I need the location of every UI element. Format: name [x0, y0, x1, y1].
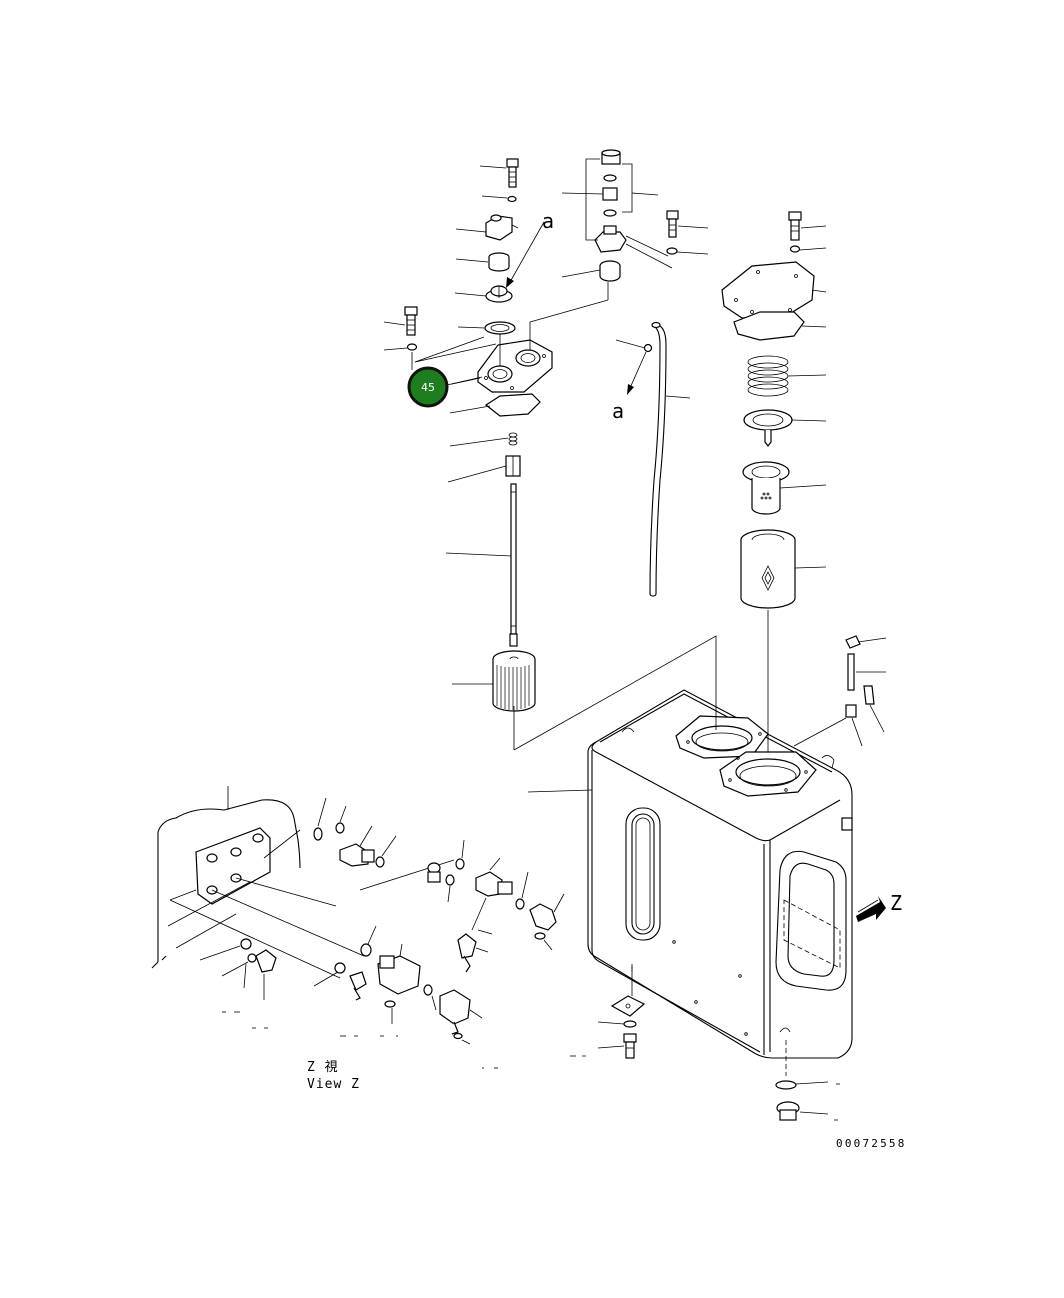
valve-cap [601, 149, 621, 165]
hydraulic-tank [513, 635, 853, 1059]
return-cover [721, 261, 827, 319]
bracket-bolt [666, 210, 709, 255]
z-fitting-4 [255, 949, 277, 1000]
drain-o-ring [775, 1080, 797, 1090]
return-spring [747, 355, 827, 397]
callout-45[interactable]: 45 [407, 336, 497, 408]
manifold-block [195, 827, 271, 905]
valve-nut [602, 187, 618, 201]
view-label-z: Z [890, 891, 902, 915]
o-ring-gasket [484, 321, 516, 335]
z-o-ring-1 [313, 827, 323, 841]
view-z-label-en: View Z [307, 1077, 360, 1092]
relief-valve [485, 285, 513, 303]
filter-cover-plate [477, 339, 553, 393]
drain-plate [610, 995, 646, 1017]
leader-lines-left-stack [445, 165, 609, 685]
drawing-number: 00072558 [836, 1137, 907, 1150]
return-filter-element [740, 529, 827, 609]
valve-body [594, 225, 627, 253]
left-cover-stack [383, 158, 609, 712]
breather-cap [485, 214, 519, 241]
z-small-elbow [349, 971, 367, 1001]
hex-nut [505, 455, 521, 477]
z-elbow-fitting [475, 857, 513, 897]
washer-small [507, 195, 517, 203]
view-arrow-a-upper: a [506, 209, 554, 288]
right-small-parts [845, 635, 887, 747]
z-elbow-large [439, 989, 483, 1035]
return-strainer-basket [742, 461, 827, 515]
side-cover-window [775, 850, 847, 991]
hose-short [847, 653, 886, 691]
view-z-detail: Z 視 View Z [151, 786, 840, 1121]
drain-plug [776, 1101, 800, 1121]
return-filter-stack [721, 211, 827, 760]
view-label-a-lower: a [612, 399, 624, 423]
callout-number: 45 [421, 381, 435, 394]
sight-gauge [625, 807, 661, 941]
level-gauge-pipe: a [612, 321, 691, 597]
bushing [488, 252, 510, 272]
view-arrow-z: Z [856, 891, 902, 922]
z-tee-fitting [377, 943, 421, 995]
lifting-eye [621, 727, 635, 733]
label-plate [863, 685, 875, 705]
z-swivel [457, 929, 493, 973]
drain-washer [623, 1020, 637, 1028]
small-spring [508, 432, 518, 446]
valve-adapter [599, 260, 621, 282]
drain-bolt [623, 1033, 637, 1059]
tank-top-ports [675, 715, 817, 797]
tank-drain-parts [597, 964, 829, 1121]
middle-valve-stack [561, 149, 709, 282]
z-fitting-3 [529, 893, 565, 951]
return-valve-disc [743, 409, 827, 447]
suction-strainer [492, 650, 536, 712]
breather-fitting [845, 704, 863, 747]
return-gasket [733, 311, 805, 341]
view-label-a-upper: a [542, 209, 554, 233]
cover-side-bolt [383, 306, 418, 351]
cover-gasket [484, 393, 541, 417]
z-fitting-2 [427, 862, 441, 883]
callout-badge[interactable] [407, 366, 449, 408]
cover-bolt-top [506, 158, 519, 188]
suction-rod [509, 483, 518, 647]
side-fitting [841, 817, 853, 831]
view-z-label-jp: Z 視 [307, 1060, 339, 1075]
elbow-fitting [845, 635, 887, 649]
z-fitting-1 [339, 843, 375, 867]
return-cover-bolt [788, 211, 827, 253]
valve-washer [603, 174, 617, 182]
